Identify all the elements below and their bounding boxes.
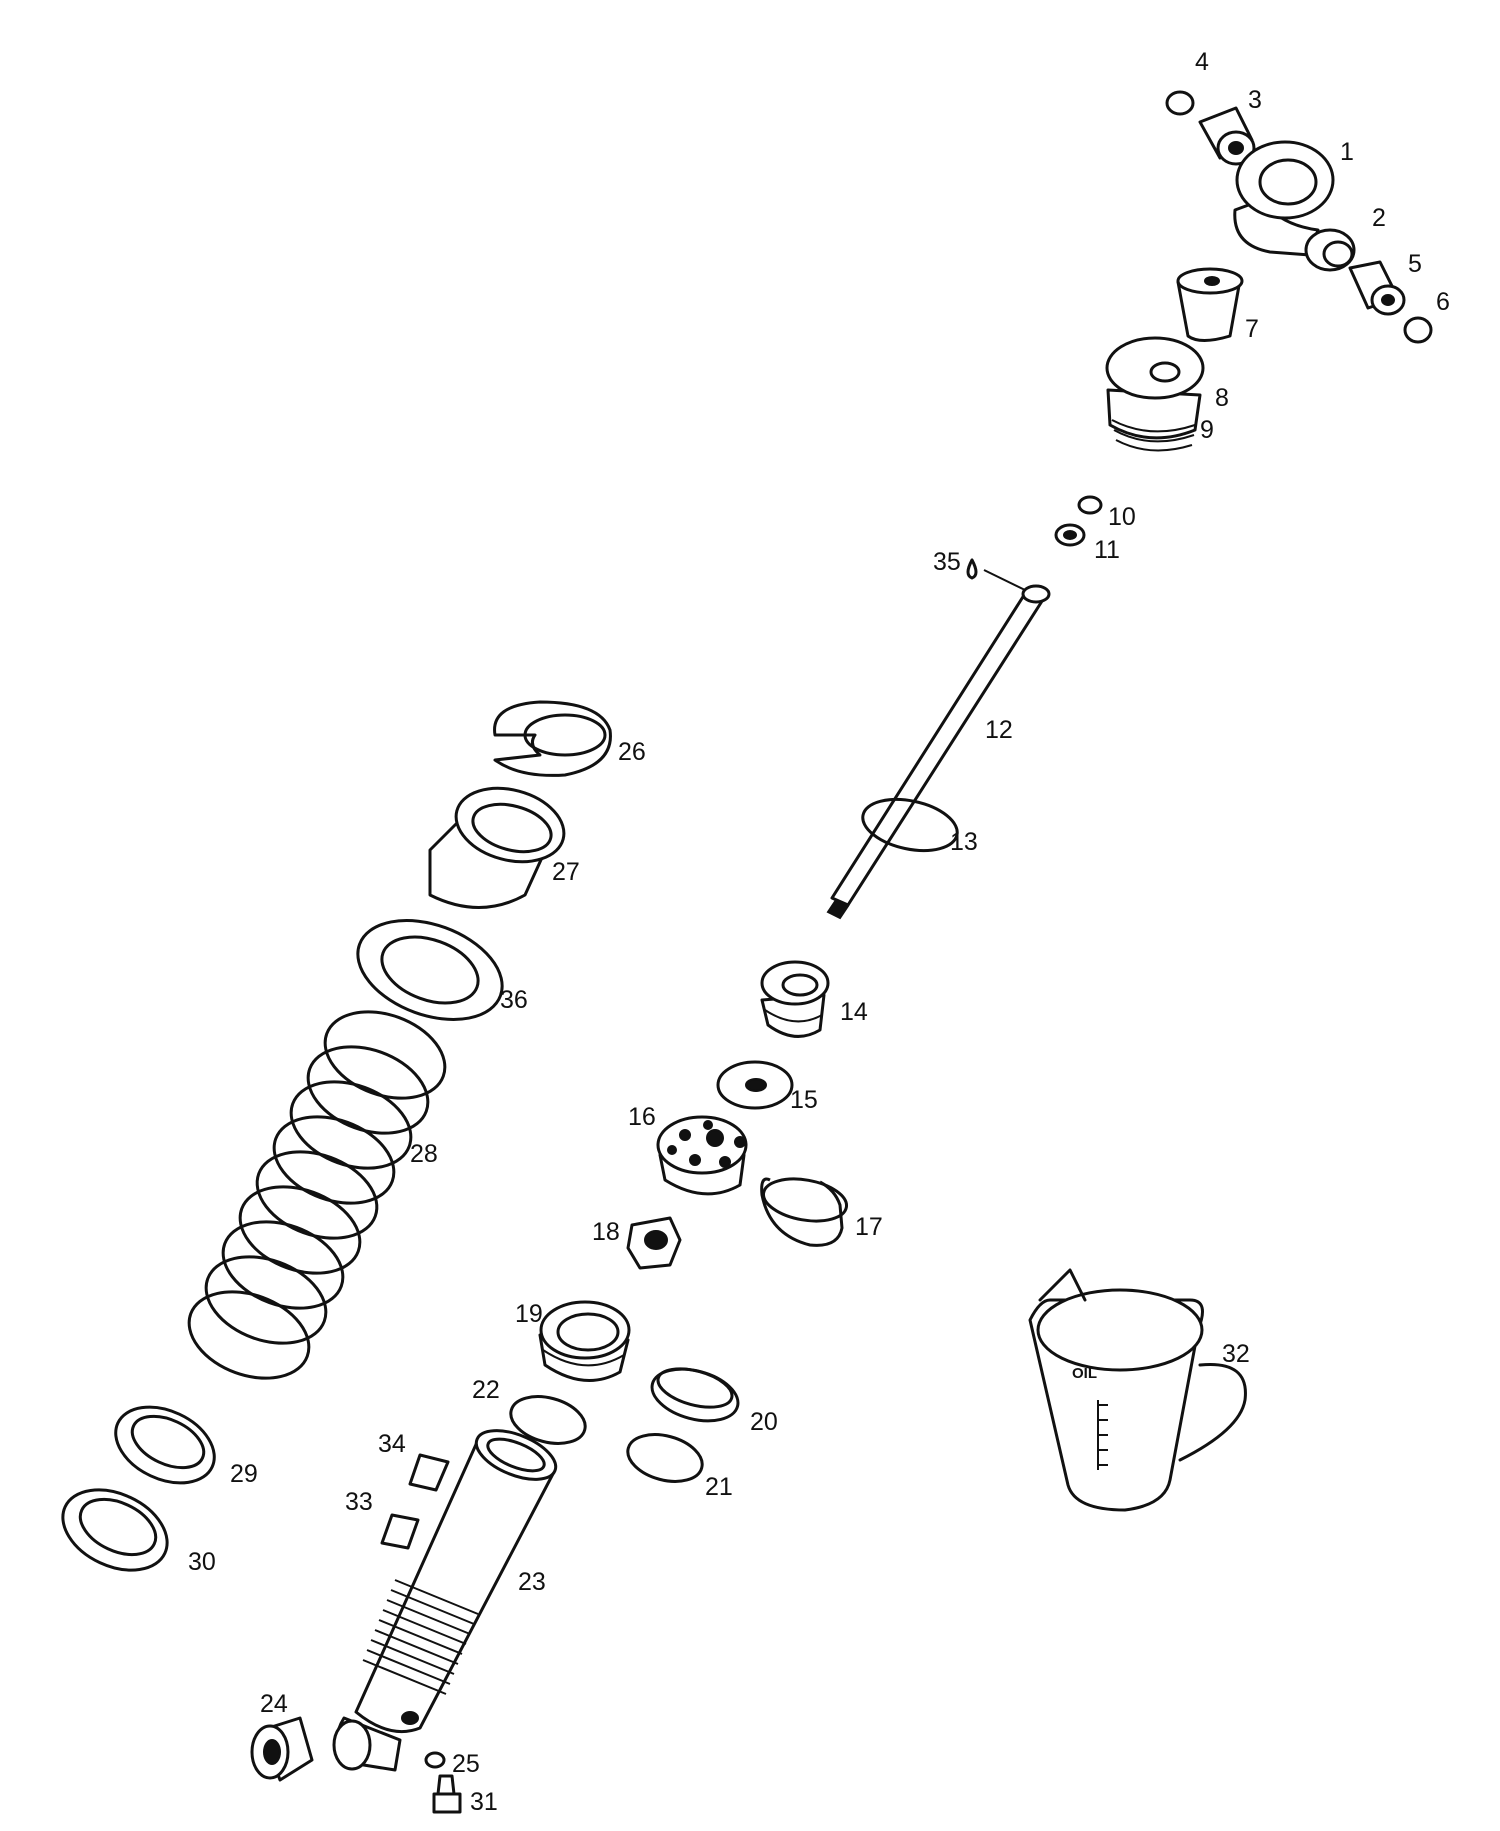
callout-12: 12	[985, 716, 1013, 744]
part-13-o-ring	[861, 797, 959, 853]
callout-9: 9	[1200, 416, 1214, 444]
callout-10: 10	[1108, 503, 1136, 531]
callout-27: 27	[552, 858, 580, 886]
part-30-lock-nut	[61, 1488, 169, 1572]
callout-25: 25	[452, 1750, 480, 1778]
part-10-o-ring	[1077, 495, 1103, 515]
part-18-nut	[626, 1216, 682, 1270]
callout-5: 5	[1408, 250, 1422, 278]
part-19-foot-valve	[538, 1300, 631, 1382]
callout-17: 17	[855, 1213, 883, 1241]
callout-2: 2	[1372, 204, 1386, 232]
callout-30: 30	[188, 1548, 216, 1576]
part-21-ring	[626, 1433, 704, 1483]
part-14-rod-guide	[760, 960, 830, 1038]
part-29-adjuster-nut	[114, 1405, 216, 1485]
part-9-threaded-seal-head	[1111, 419, 1196, 452]
part-6-o-ring	[1403, 316, 1433, 344]
part-7-bump-stop	[1176, 267, 1244, 342]
part-5-bushing	[1348, 260, 1406, 316]
callout-29: 29	[230, 1460, 258, 1488]
part-8-top-cap	[1105, 336, 1205, 440]
callout-18: 18	[592, 1218, 620, 1246]
part-33-label-sticker	[380, 1513, 420, 1550]
callout-33: 33	[345, 1488, 373, 1516]
part-12-piston-rod	[826, 584, 1051, 920]
callout-31: 31	[470, 1788, 498, 1816]
callout-36: 36	[500, 986, 528, 1014]
part-11-seal	[1054, 523, 1086, 547]
part-28-coil-spring	[187, 1010, 447, 1380]
part-4-o-ring	[1165, 90, 1195, 116]
callout-23: 23	[518, 1568, 546, 1596]
part-3-bushing	[1198, 106, 1256, 166]
callout-22: 22	[472, 1376, 500, 1404]
part-26-split-spring-retainer	[493, 700, 612, 777]
callout-21: 21	[705, 1473, 733, 1501]
part-25-washer	[424, 1751, 446, 1769]
callout-1: 1	[1340, 138, 1354, 166]
part-2-bushing-ring	[1304, 228, 1356, 272]
part-27-spring-seat-collar	[428, 786, 566, 909]
part-17-piston-ring	[760, 1177, 849, 1247]
callout-3: 3	[1248, 86, 1262, 114]
callout-32: 32	[1222, 1340, 1250, 1368]
part-16-piston	[656, 1115, 748, 1196]
part-36-spring-seat-plate	[356, 919, 504, 1021]
part-34-label-sticker	[408, 1453, 450, 1492]
part-22-ring	[509, 1395, 587, 1445]
part-20-ring	[650, 1367, 740, 1423]
callout-6: 6	[1436, 288, 1450, 316]
callout-11: 11	[1094, 536, 1120, 564]
callout-26: 26	[618, 738, 646, 766]
callout-8: 8	[1215, 384, 1229, 412]
callout-13: 13	[950, 828, 978, 856]
callout-35: 35	[933, 548, 961, 576]
callout-4: 4	[1195, 48, 1209, 76]
callout-7: 7	[1245, 315, 1259, 343]
callout-28: 28	[410, 1140, 438, 1168]
part-23-cylinder-body	[332, 1429, 558, 1772]
callout-20: 20	[750, 1408, 778, 1436]
callout-34: 34	[378, 1430, 406, 1458]
callout-14: 14	[840, 998, 868, 1026]
part-32-measuring-cup	[1028, 1268, 1247, 1512]
callout-19: 19	[515, 1300, 543, 1328]
part-35-grease-drop-symbol	[966, 558, 1026, 591]
callout-24: 24	[260, 1690, 288, 1718]
part-31-bleed-screw	[432, 1774, 462, 1814]
part-1-eye-housing	[1233, 140, 1335, 257]
callout-15: 15	[790, 1086, 818, 1114]
part-24-bushing	[250, 1716, 314, 1782]
part-15-washer	[716, 1060, 794, 1110]
callout-16: 16	[628, 1103, 656, 1131]
cup-oil-label: OIL	[1072, 1365, 1097, 1382]
